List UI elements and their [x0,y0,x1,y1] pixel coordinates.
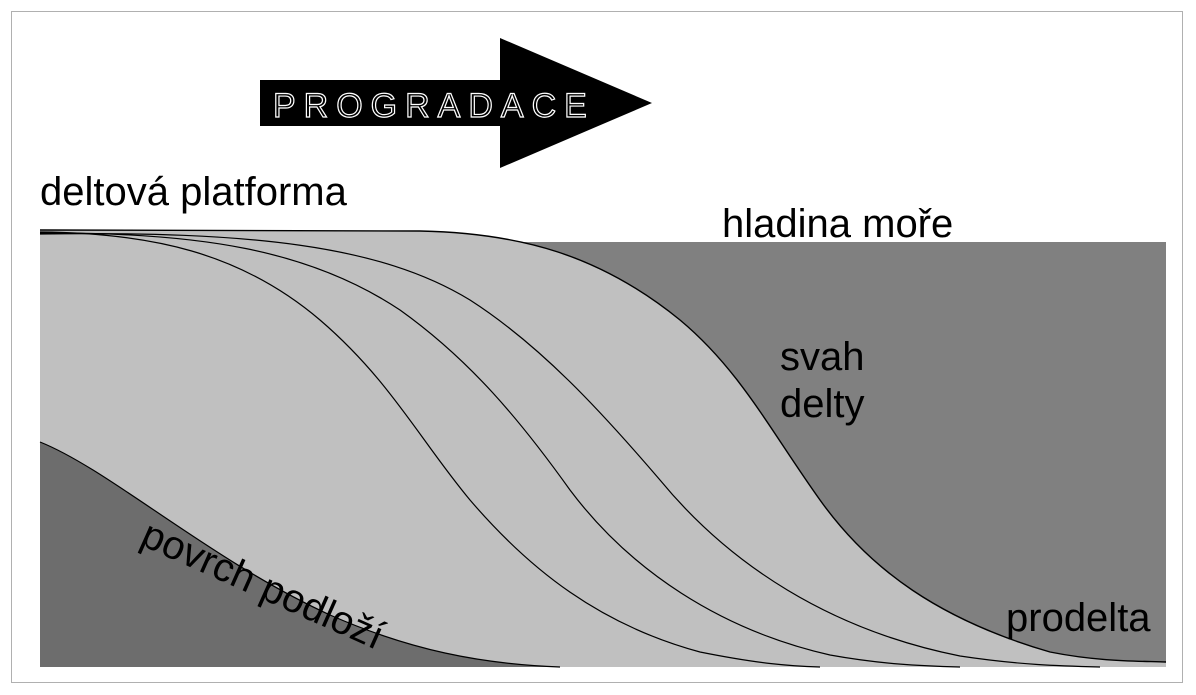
sediment-wedge [40,230,1166,667]
arrow-label: PROGRADACE [273,87,595,125]
clinoform-line-1 [39,231,821,668]
clinoform-line-2 [39,232,961,668]
label-prodelta: prodelta [1006,596,1151,640]
sediment-outline [39,441,561,668]
clinoform-line-3 [39,233,1101,668]
label-delta-platform: deltová platforma [40,170,347,214]
label-sea-level: hladina moře [722,202,954,246]
progradation-arrow [260,38,652,168]
clinoform-line-4 [39,229,1167,663]
label-delta-slope: svah delty [780,335,865,426]
base-substrate [40,442,560,667]
diagram-frame [11,11,1183,683]
